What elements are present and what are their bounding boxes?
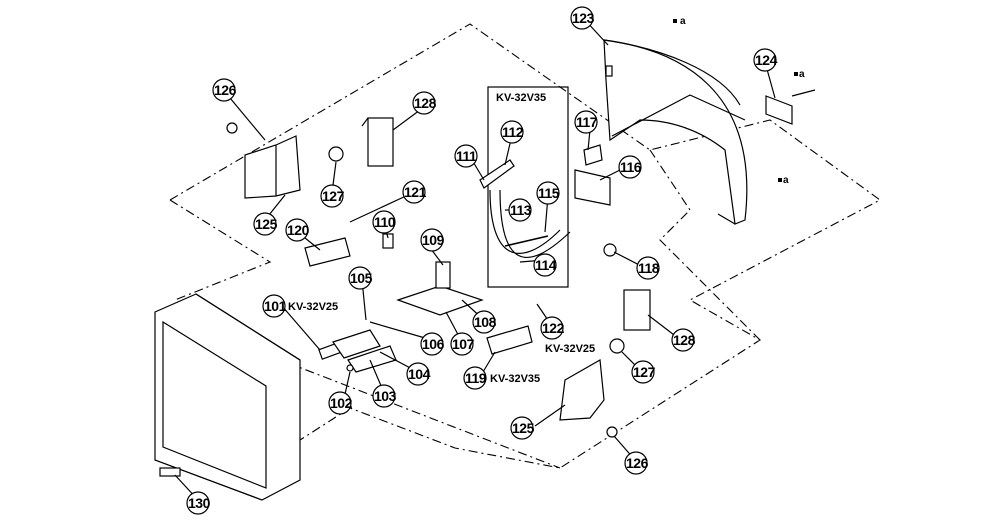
svg-text:111: 111	[456, 148, 477, 164]
part-label-105: 105	[348, 266, 373, 290]
rear-cover	[603, 39, 748, 225]
svg-text:107: 107	[452, 336, 475, 352]
part-label-111: 111	[454, 144, 478, 168]
svg-text:130: 130	[188, 495, 211, 511]
svg-text:109: 109	[422, 232, 445, 248]
part-label-109: 109	[420, 228, 445, 252]
svg-text:125: 125	[512, 420, 535, 436]
part-label-116: 116	[618, 155, 642, 179]
part-label-120: 120	[285, 218, 310, 242]
part-label-115: 115	[536, 181, 560, 205]
part-label-125-right: 125	[510, 416, 535, 440]
part-label-117: 117	[574, 110, 598, 134]
svg-text:102: 102	[330, 395, 353, 411]
svg-text:128: 128	[673, 332, 696, 348]
part-label-119: 119	[463, 366, 487, 390]
svg-text:101: 101	[264, 298, 287, 314]
part-label-127-left: 127	[320, 184, 345, 208]
svg-text:127: 127	[633, 364, 656, 380]
part-label-112: 112	[500, 120, 524, 144]
svg-text:126: 126	[626, 455, 649, 471]
part-labels: 101 102 103 104 105 106 107 108 109 110 …	[186, 6, 778, 515]
model-label-kv32v25-101: KV-32V25	[288, 301, 338, 313]
svg-text:128: 128	[414, 95, 437, 111]
screw-mark-a-3: a	[783, 175, 789, 186]
svg-text:121: 121	[404, 184, 427, 200]
svg-text:104: 104	[408, 366, 431, 382]
cable-harness	[479, 159, 571, 259]
svg-text:114: 114	[535, 257, 557, 273]
part-label-126-right: 126	[624, 451, 649, 475]
svg-text:123: 123	[572, 10, 595, 26]
svg-text:105: 105	[350, 270, 373, 286]
svg-text:103: 103	[374, 388, 397, 404]
part-label-104: 104	[406, 362, 431, 386]
kv32v35-inset-box: KV-32V35	[487, 86, 569, 288]
model-label-kv32v25-127: KV-32V25	[545, 343, 595, 355]
svg-text:117: 117	[576, 114, 598, 130]
part-label-101: 101	[262, 294, 287, 318]
svg-text:119: 119	[465, 370, 487, 386]
part-label-118: 118	[636, 256, 660, 280]
svg-text:110: 110	[374, 214, 396, 230]
part-label-103: 103	[372, 384, 397, 408]
right-speaker-bracket	[559, 289, 651, 438]
part-label-124: 124	[753, 48, 778, 72]
svg-text:115: 115	[538, 185, 560, 201]
svg-text:125: 125	[255, 216, 278, 232]
part-label-102: 102	[328, 391, 353, 415]
model-label-kv32v35-119: KV-32V35	[490, 373, 540, 385]
svg-text:113: 113	[510, 202, 532, 218]
part-label-108: 108	[472, 310, 497, 334]
part-label-121: 121	[402, 180, 427, 204]
part-label-126-left: 126	[212, 78, 237, 102]
part-label-106: 106	[420, 332, 445, 356]
svg-text:106: 106	[422, 336, 445, 352]
left-speaker-bracket	[244, 117, 394, 199]
model-label-kv32v35-box: KV-32V35	[496, 92, 546, 104]
part-label-113: 113	[508, 198, 532, 222]
part-label-127-right: 127	[631, 360, 656, 384]
tv-front-cabinet	[154, 293, 342, 501]
chassis-outline	[169, 23, 882, 469]
part-label-122: 122	[540, 316, 565, 340]
svg-text:124: 124	[755, 52, 778, 68]
svg-text:126: 126	[214, 82, 237, 98]
part-label-107: 107	[450, 332, 475, 356]
screw-marks	[673, 19, 798, 182]
part-label-123: 123	[570, 6, 595, 30]
svg-text:112: 112	[502, 124, 524, 140]
part-label-114: 114	[533, 253, 557, 277]
bracket-124	[765, 89, 816, 125]
svg-text:116: 116	[620, 159, 642, 175]
svg-text:108: 108	[474, 314, 497, 330]
svg-text:120: 120	[287, 222, 310, 238]
board-parts	[226, 122, 617, 373]
part-label-110: 110	[372, 210, 396, 234]
screw-mark-a-1: a	[680, 16, 686, 27]
svg-text:127: 127	[322, 188, 345, 204]
svg-text:122: 122	[542, 320, 565, 336]
part-label-128-left: 128	[412, 91, 437, 115]
part-label-125-left: 125	[253, 212, 278, 236]
screw-mark-a-2: a	[799, 69, 805, 80]
svg-text:118: 118	[638, 260, 660, 276]
part-label-130: 130	[186, 491, 211, 515]
part-label-128-right: 128	[671, 328, 696, 352]
